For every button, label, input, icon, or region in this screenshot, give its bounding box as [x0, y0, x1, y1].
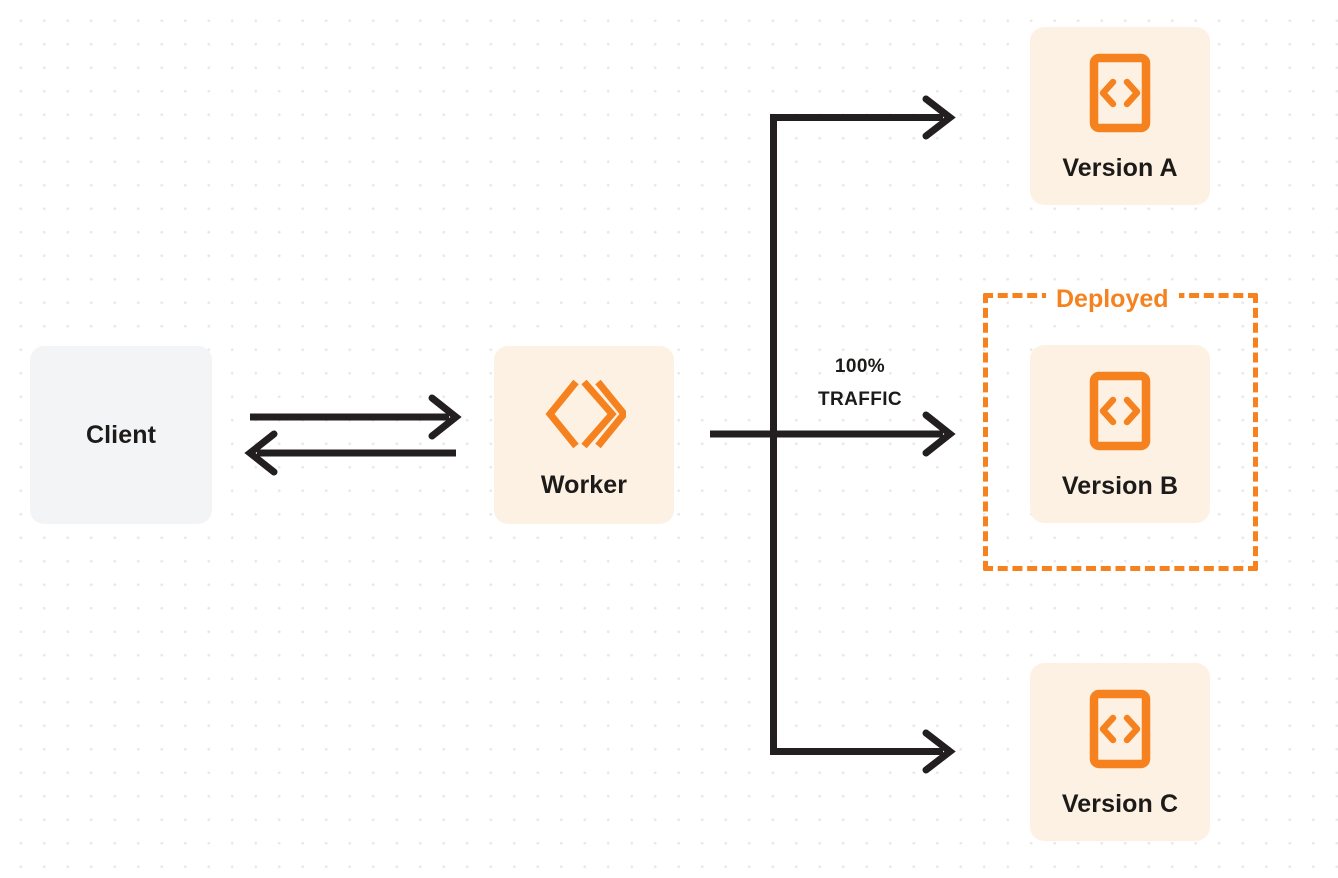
- arrow-branch-to-version-c: [770, 729, 956, 774]
- node-version-c[interactable]: Version C: [1030, 663, 1210, 841]
- traffic-annotation: 100% TRAFFIC: [790, 350, 930, 416]
- node-client[interactable]: Client: [30, 346, 212, 524]
- code-brackets-document-icon: [1089, 371, 1151, 456]
- code-brackets-document-icon: [1089, 689, 1151, 774]
- node-worker[interactable]: Worker: [494, 346, 674, 524]
- node-version-b-label: Version B: [1061, 472, 1179, 500]
- cloudflare-workers-logo-icon: [542, 376, 629, 457]
- arrow-client-to-worker: [250, 394, 462, 440]
- node-client-label: Client: [85, 420, 157, 449]
- arrow-worker-to-client: [244, 430, 456, 476]
- node-version-a-label: Version A: [1062, 154, 1178, 182]
- node-version-b[interactable]: Version B: [1030, 345, 1210, 523]
- node-worker-label: Worker: [540, 471, 628, 499]
- node-version-a[interactable]: Version A: [1030, 27, 1210, 205]
- deployed-label: Deployed: [1046, 284, 1179, 314]
- code-brackets-document-icon: [1089, 53, 1151, 138]
- node-version-c-label: Version C: [1061, 790, 1179, 818]
- arrow-branch-to-version-a: [770, 95, 956, 140]
- arrow-worker-to-version-b: [710, 411, 956, 457]
- traffic-word: TRAFFIC: [817, 389, 903, 410]
- traffic-percent: 100%: [834, 356, 886, 377]
